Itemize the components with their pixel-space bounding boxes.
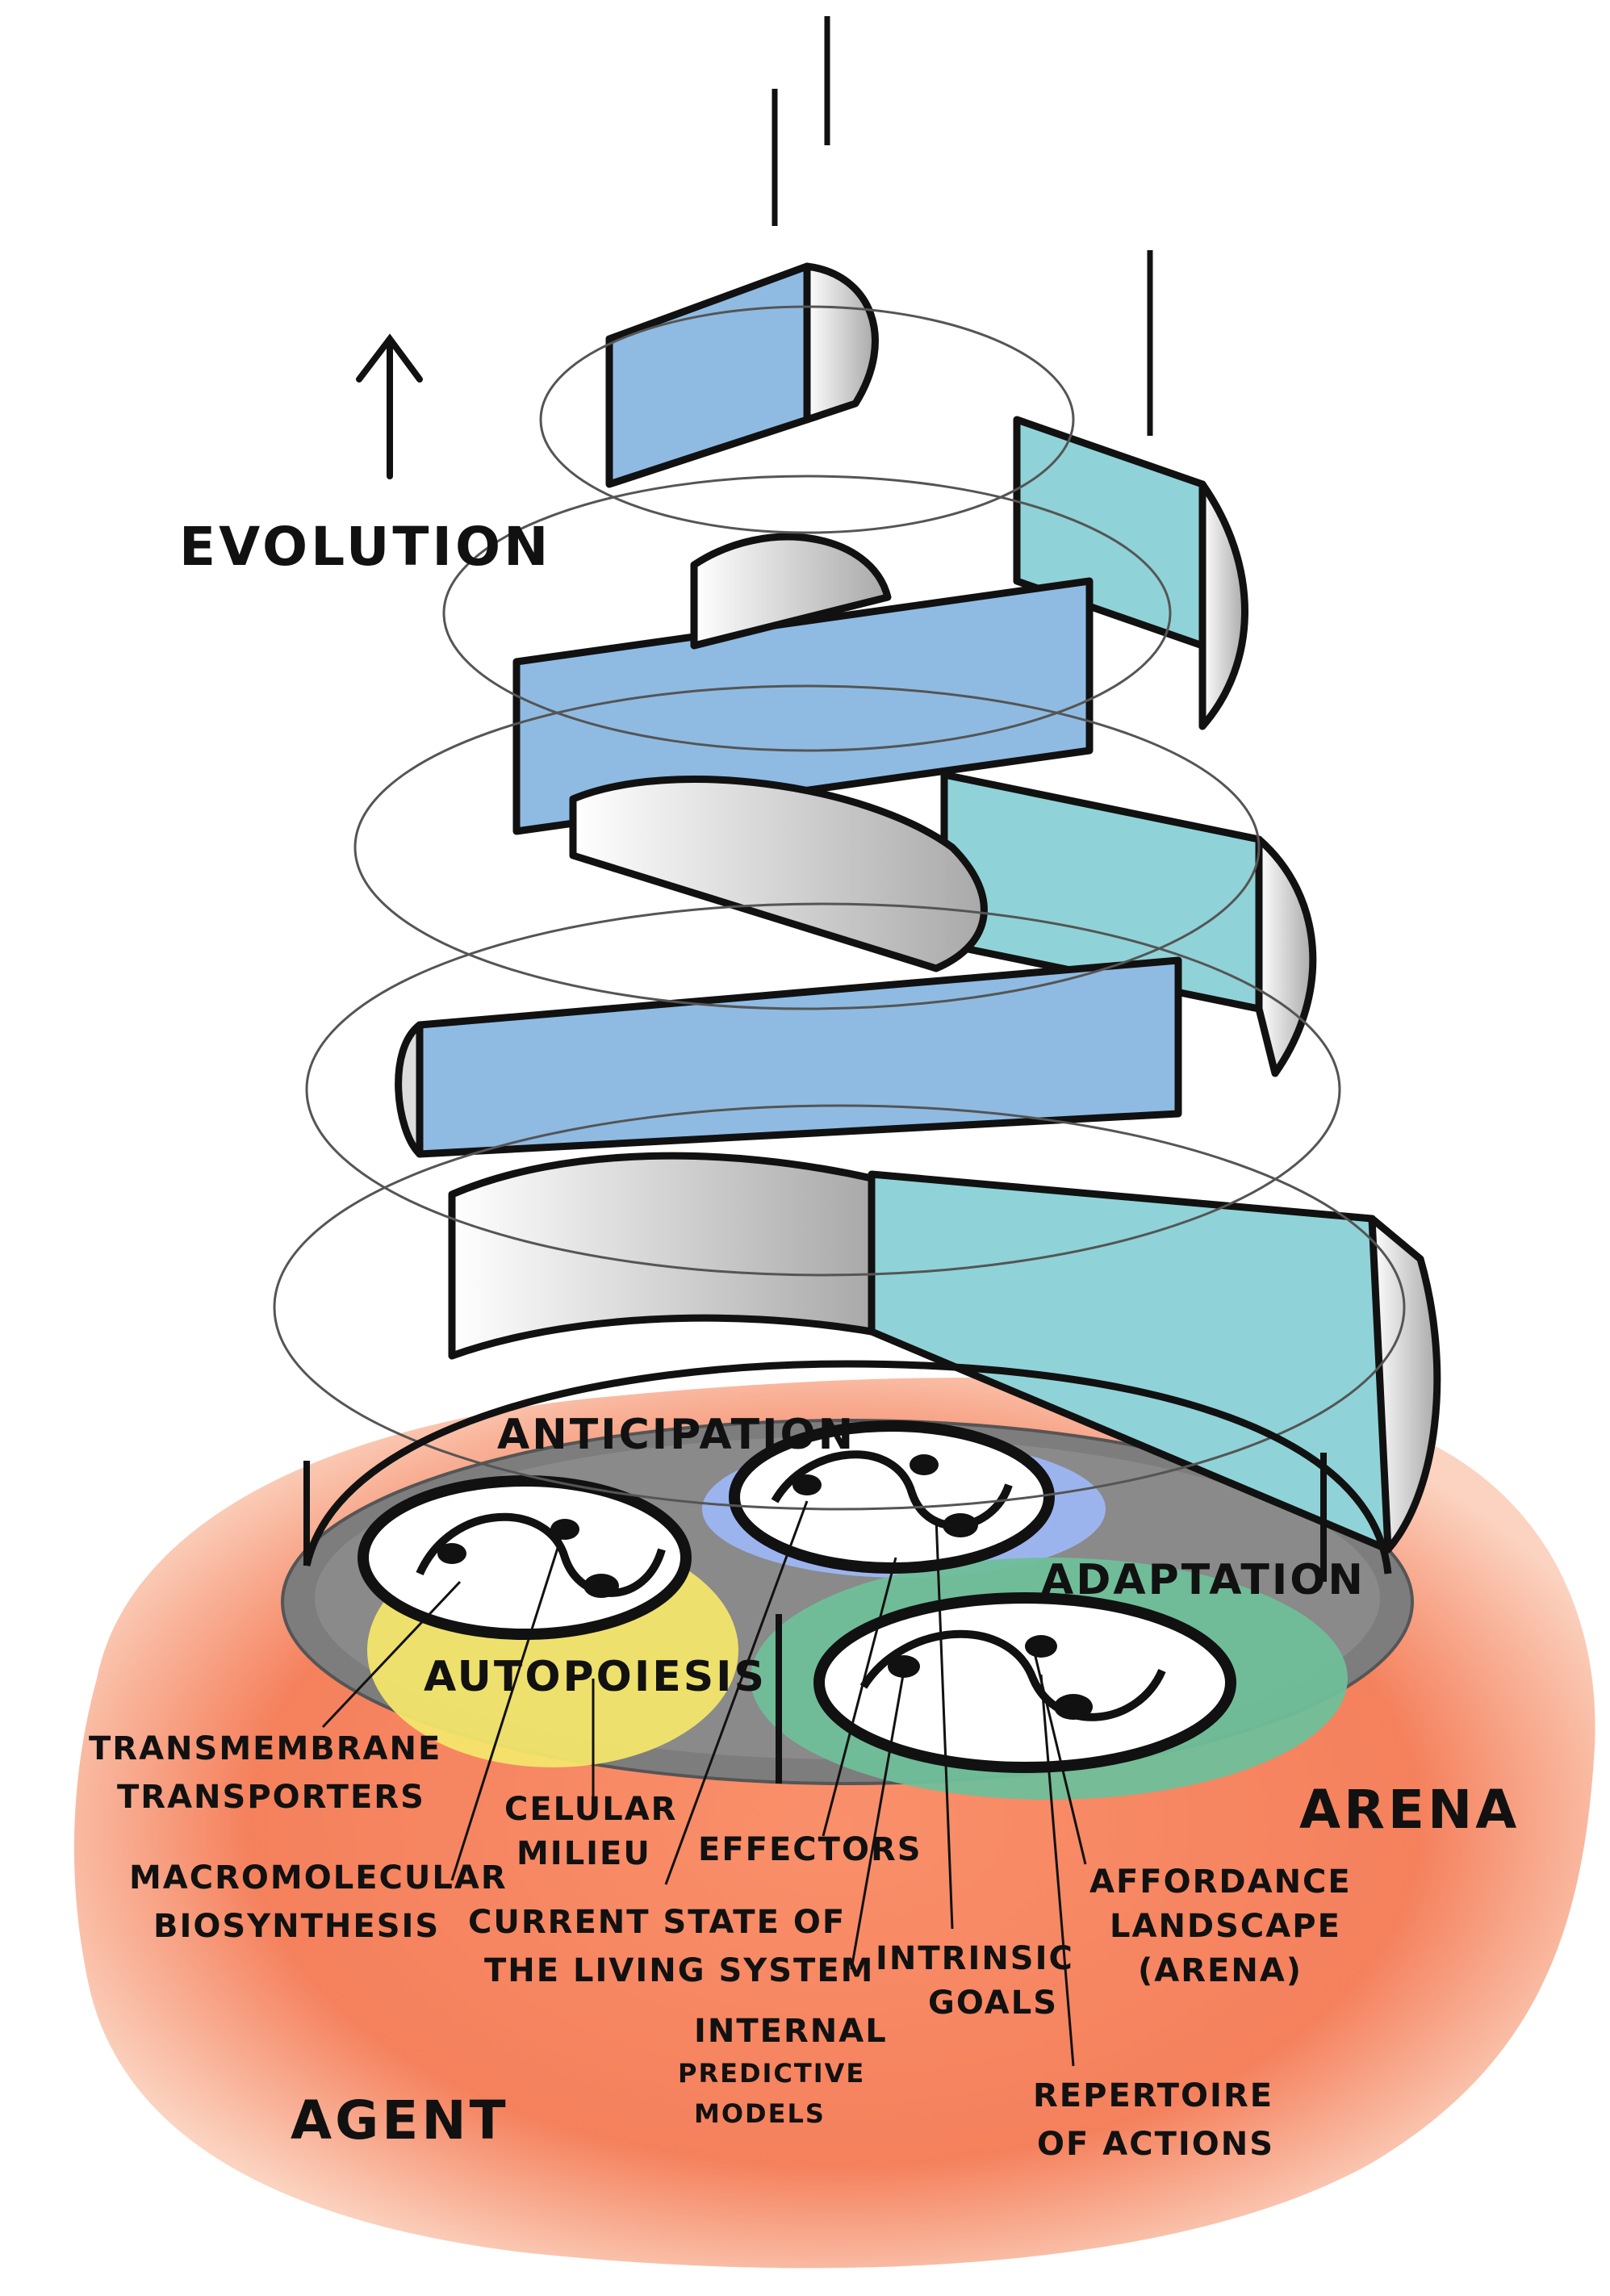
affordance-label-line1: AFFORDANCE: [1089, 1863, 1352, 1901]
repertoire-label-line1: REPERTOIRE: [1033, 2077, 1273, 2114]
agent-label: AGENT: [291, 2089, 509, 2152]
autopoiesis-label: AUTOPOIESIS: [424, 1653, 767, 1701]
celular-milieu-label-line1: CELULAR: [504, 1791, 677, 1828]
celular-milieu-label-line2: MILIEU: [516, 1835, 651, 1872]
internal-models-label-line1: INTERNAL: [694, 2013, 888, 2050]
affordance-label-line2: LANDSCAPE: [1110, 1908, 1341, 1945]
base-rim: [303, 1360, 1392, 1575]
intrinsic-goals-label-line2: GOALS: [928, 1984, 1058, 2022]
adaptation-label: ADAPTATION: [1041, 1556, 1365, 1604]
current-state-label-line1: CURRENT STATE OF: [468, 1904, 846, 1941]
leader-lines: [321, 1500, 1087, 2067]
macromolecular-label-line1: MACROMOLECULAR: [129, 1859, 508, 1897]
affordance-label-line3: (ARENA): [1138, 1952, 1303, 1989]
top-posts: [772, 16, 1153, 436]
effectors-label: EFFECTORS: [698, 1831, 922, 1868]
evolution-spiral: [395, 262, 1441, 1554]
evolution-label: EVOLUTION: [179, 516, 551, 578]
intrinsic-goals-label-line1: INTRINSIC: [876, 1940, 1074, 1977]
current-state-label-line2: THE LIVING SYSTEM: [484, 1952, 874, 1989]
anticipation-label: ANTICIPATION: [497, 1411, 855, 1459]
internal-models-label-line3: MODELS: [694, 2098, 826, 2129]
transmembrane-label-line1: TRANSMEMBRANE: [89, 1730, 441, 1767]
adaptation-cycle-icon: [813, 1592, 1236, 1773]
arena-label: ARENA: [1299, 1779, 1520, 1841]
transmembrane-label-line2: TRANSPORTERS: [117, 1779, 425, 1816]
evolution-arrow-icon: [356, 333, 423, 479]
repertoire-label-line2: OF ACTIONS: [1037, 2126, 1274, 2163]
internal-models-label-line2: PREDICTIVE: [678, 2058, 865, 2089]
macromolecular-label-line2: BIOSYNTHESIS: [153, 1908, 440, 1945]
autopoiesis-cycle-icon: [358, 1475, 692, 1640]
helix-outlines: [273, 305, 1406, 1511]
anticipation-cycle-icon: [729, 1420, 1055, 1574]
